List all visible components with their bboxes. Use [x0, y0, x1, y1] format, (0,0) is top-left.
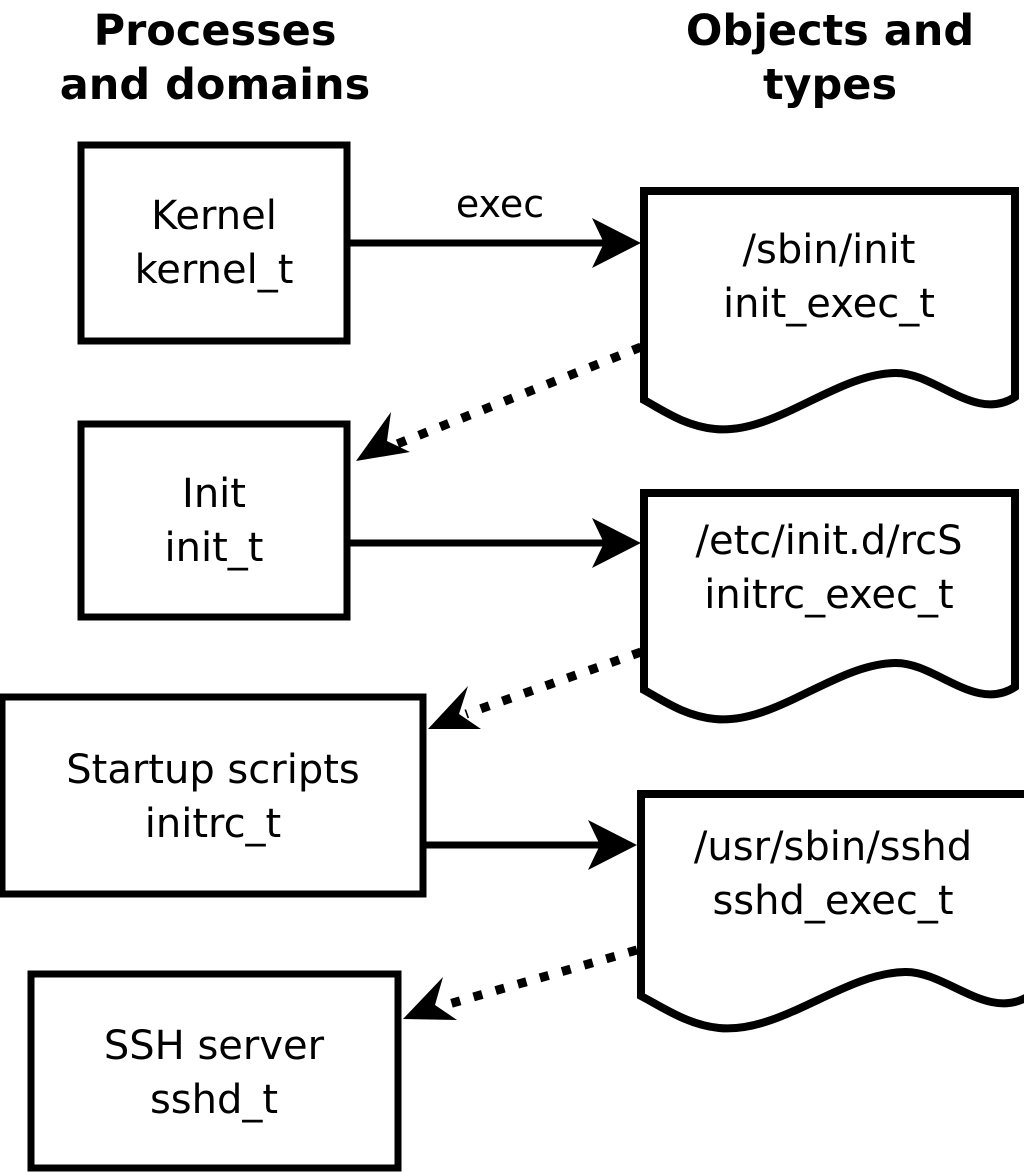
process-box-init[interactable]: Init init_t: [77, 420, 351, 621]
edge-init-to-initrcexec: [348, 518, 641, 568]
process-box-init-line2: init_t: [165, 525, 264, 571]
edge-line-initrcexec-initrc: [464, 647, 643, 719]
process-box-startup-scripts-line1: Startup scripts: [66, 747, 359, 793]
object-doc-sshd-exec-line2: sshd_exec_t: [712, 878, 953, 924]
arrowhead-initrc-sshdexec: [588, 820, 637, 870]
process-box-ssh-server-rect: [27, 970, 402, 1172]
object-doc-init-exec-line2: init_exec_t: [723, 281, 935, 327]
object-doc-sshd-exec-shape: [637, 790, 1024, 1033]
process-box-ssh-server[interactable]: SSH server sshd_t: [27, 970, 402, 1172]
edge-label-exec: exec: [456, 182, 544, 226]
process-box-init-rect: [77, 420, 351, 621]
object-doc-sshd-exec-line1: /usr/sbin/sshd: [694, 824, 972, 870]
arrowhead-kernel-exec: [592, 218, 641, 268]
object-doc-init-exec-line1: /sbin/init: [743, 227, 916, 273]
object-doc-init-exec-shape: [640, 187, 1019, 434]
edge-initexec-to-init: [356, 342, 643, 461]
column-header-processes: Processes and domains: [60, 6, 370, 110]
edge-initrcexec-to-initrc: [428, 647, 643, 729]
edge-line-initexec-init: [390, 342, 643, 451]
object-doc-sshd-exec[interactable]: /usr/sbin/sshd sshd_exec_t: [637, 790, 1024, 1033]
process-box-init-line1: Init: [182, 471, 246, 517]
edge-kernel-exec-init: exec: [348, 182, 641, 268]
process-box-ssh-server-line2: sshd_t: [150, 1077, 278, 1123]
object-doc-initrc-exec[interactable]: /etc/init.d/rcS initrc_exec_t: [640, 489, 1019, 724]
arrowhead-initrcexec-initrc: [428, 686, 481, 729]
process-box-ssh-server-line1: SSH server: [104, 1023, 325, 1069]
process-box-startup-scripts[interactable]: Startup scripts initrc_t: [0, 693, 427, 898]
process-box-startup-scripts-rect: [0, 693, 427, 898]
process-box-kernel-rect: [77, 141, 351, 345]
arrowhead-init-initrcexec: [592, 518, 641, 568]
process-box-kernel[interactable]: Kernel kernel_t: [77, 141, 351, 345]
edge-line-sshdexec-sshd: [440, 945, 639, 1011]
column-header-objects: Objects and types: [686, 6, 974, 110]
arrowhead-initexec-init: [356, 412, 410, 461]
header-objects-line1: Objects and: [686, 6, 974, 56]
process-box-kernel-line1: Kernel: [151, 193, 277, 239]
header-objects-line2: types: [763, 60, 897, 110]
arrowhead-sshdexec-sshd: [403, 977, 457, 1020]
object-doc-initrc-exec-line2: initrc_exec_t: [704, 572, 953, 618]
object-doc-initrc-exec-line1: /etc/init.d/rcS: [695, 518, 962, 564]
process-box-startup-scripts-line2: initrc_t: [145, 801, 282, 847]
edge-sshdexec-to-sshd: [403, 945, 639, 1020]
header-processes-line2: and domains: [60, 60, 370, 110]
header-processes-line1: Processes: [94, 6, 337, 56]
process-box-kernel-line2: kernel_t: [135, 247, 294, 293]
edge-initrc-to-sshdexec: [424, 820, 637, 870]
object-doc-init-exec[interactable]: /sbin/init init_exec_t: [640, 187, 1019, 434]
object-doc-initrc-exec-shape: [640, 489, 1019, 724]
